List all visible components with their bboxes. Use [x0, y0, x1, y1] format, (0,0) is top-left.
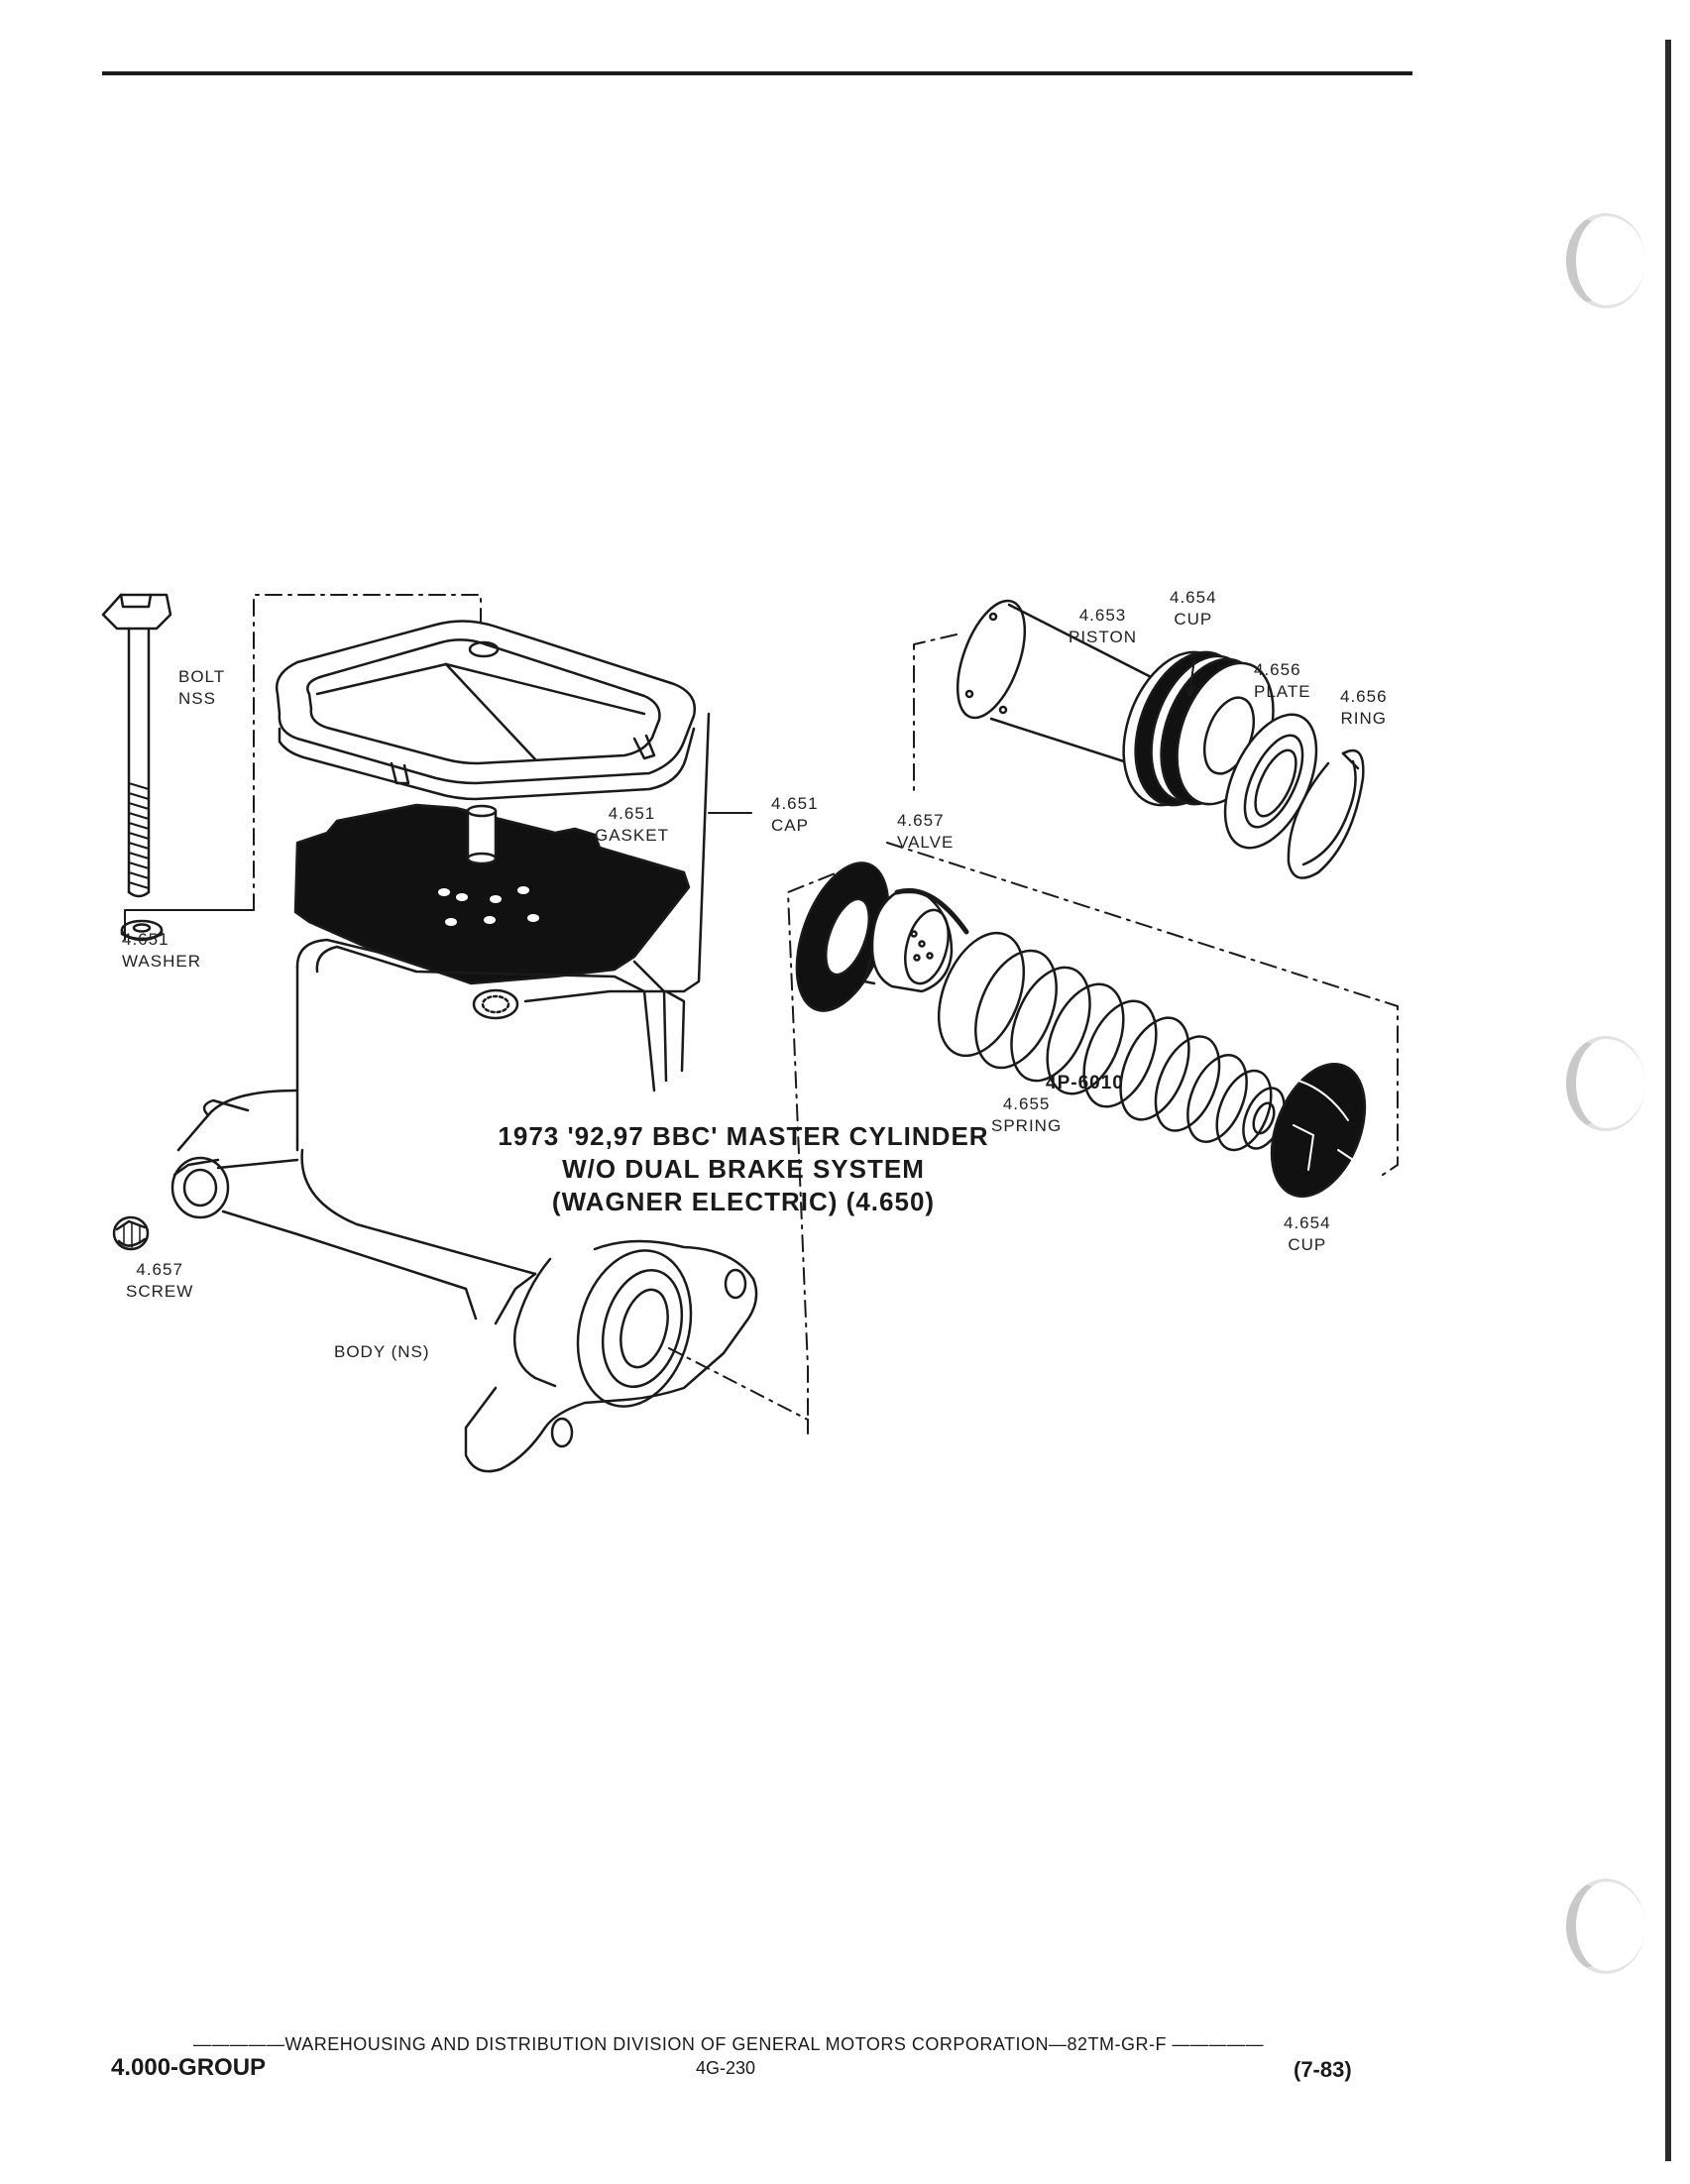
- footer-division: —————WAREHOUSING AND DISTRIBUTION DIVISI…: [192, 2034, 1265, 2054]
- footer-date: (7-83): [1294, 2057, 1352, 2082]
- binder-hole-bottom: [1566, 1879, 1645, 1974]
- plate-part: [1223, 713, 1318, 850]
- page-edge: [1665, 40, 1671, 2161]
- screw-part: [112, 1215, 150, 1251]
- footer-page-number: 4G-230: [696, 2058, 756, 2078]
- binder-hole-middle: [1566, 1036, 1645, 1131]
- footer-group: 4.000-GROUP: [111, 2054, 267, 2081]
- top-rule: [102, 71, 1412, 75]
- body-label: BODY (NS): [334, 1342, 430, 1361]
- bolt-part: [101, 593, 172, 898]
- cap-part: [275, 620, 697, 801]
- gasket-part: [293, 803, 691, 985]
- binder-hole-top: [1566, 213, 1645, 308]
- washer-part: [120, 909, 255, 942]
- ring-part: [1287, 748, 1365, 879]
- piston-part: [956, 599, 1275, 807]
- valve-part: [862, 890, 954, 993]
- figure-code: 4P-6010: [1046, 1073, 1124, 1093]
- spring-part: [894, 887, 1286, 1152]
- body-part: [170, 712, 758, 1473]
- figure-title: 1973 '92,97 BBC' MASTER CYLINDER W/O DUA…: [498, 1121, 989, 1216]
- rear-cup-part: [1270, 1062, 1367, 1199]
